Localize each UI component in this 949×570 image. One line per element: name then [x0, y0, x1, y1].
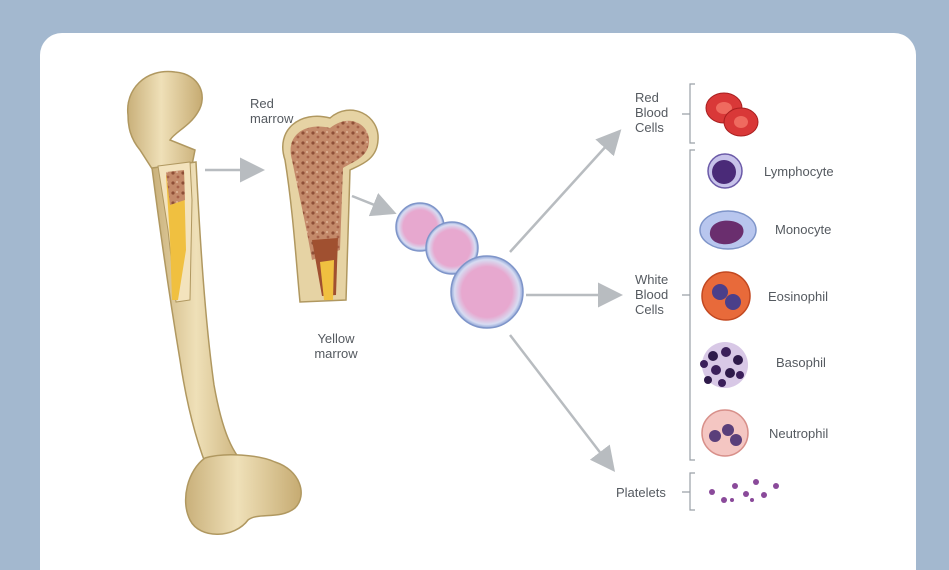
yellow-marrow-label: Yellow marrow — [306, 331, 366, 361]
femur-bone — [128, 72, 301, 535]
bone-section — [283, 110, 378, 302]
white-blood-cells-line-3: Cells — [635, 302, 668, 317]
neutrophil-label: Neutrophil — [769, 426, 828, 441]
red-blood-cells-line-3: Cells — [635, 120, 668, 135]
monocyte-label: Monocyte — [775, 222, 831, 237]
red-marrow-line-2: marrow — [250, 111, 293, 126]
platelets-illustration — [709, 479, 779, 503]
basophil-cell — [700, 342, 748, 388]
yellow-marrow-line-1: Yellow — [306, 331, 366, 346]
yellow-marrow-line-2: marrow — [306, 346, 366, 361]
eosinophil-cell — [702, 272, 750, 320]
basophil-label: Basophil — [776, 355, 826, 370]
red-blood-cells-illustration — [706, 93, 758, 136]
neutrophil-cell — [702, 410, 748, 456]
white-blood-cells-line-1: White — [635, 272, 668, 287]
bracket-white-blood-cells — [682, 150, 695, 460]
red-blood-cells-label: Red Blood Cells — [635, 90, 668, 135]
red-marrow-label: Red marrow — [250, 96, 293, 126]
stem-cell-large — [451, 256, 523, 328]
red-marrow-line-1: Red — [250, 96, 293, 111]
monocyte-cell — [700, 211, 756, 249]
lymphocyte-label: Lymphocyte — [764, 164, 834, 179]
platelets-label: Platelets — [616, 485, 666, 500]
bracket-red-blood-cells — [682, 84, 695, 143]
eosinophil-label: Eosinophil — [768, 289, 828, 304]
arrow-to-red-blood-cells — [510, 133, 618, 252]
white-blood-cells-label: White Blood Cells — [635, 272, 668, 317]
bracket-platelets — [682, 473, 695, 510]
arrow-section-to-stem-cells — [352, 196, 392, 212]
lymphocyte-cell — [708, 154, 742, 188]
arrow-to-platelets — [510, 335, 612, 468]
red-blood-cells-line-1: Red — [635, 90, 668, 105]
red-blood-cells-line-2: Blood — [635, 105, 668, 120]
white-blood-cells-line-2: Blood — [635, 287, 668, 302]
stem-cells — [396, 203, 523, 328]
